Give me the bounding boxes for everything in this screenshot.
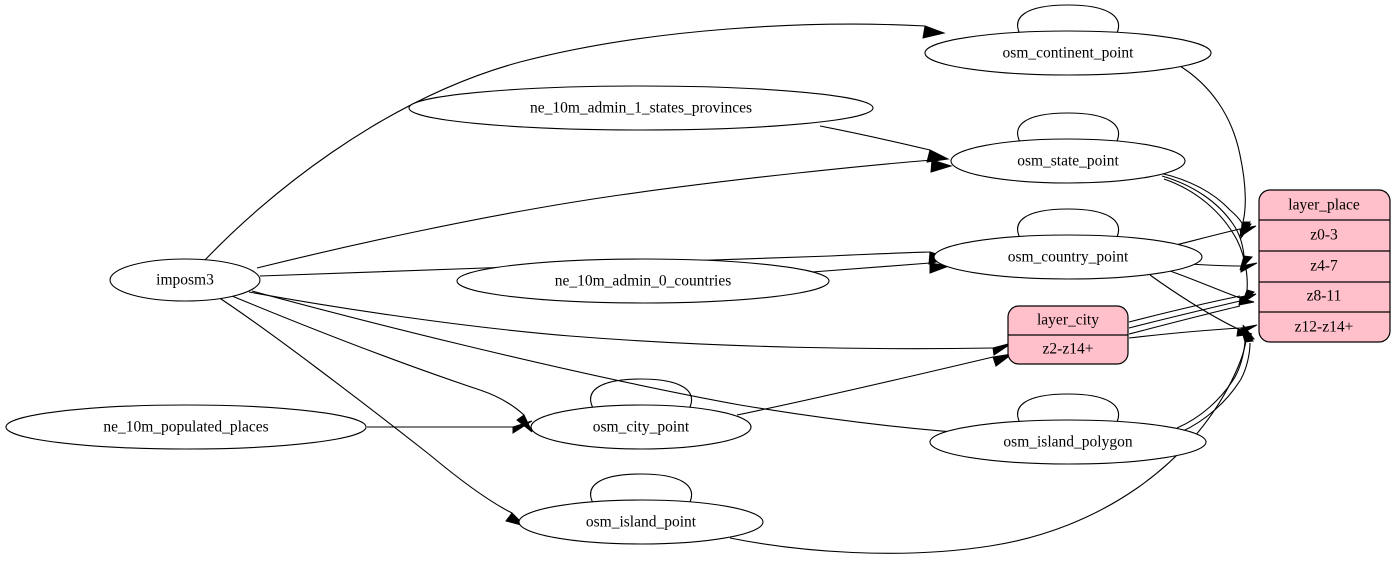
node-layer-place-row-z12-z14-label: z12-z14+ [1295,319,1354,336]
edge-ne-populated-to-osm-city-point [367,420,533,434]
node-osm-state-point-shape[interactable] [950,138,1186,184]
node-ne-states-shape[interactable] [408,85,874,131]
node-osm-city-point-label: osm_city_point [593,419,690,436]
node-layer-city-row-z2-z14-label: z2-z14+ [1043,341,1094,358]
node-osm-country-point[interactable]: osm_country_point [933,234,1203,280]
edge-imposm3-to-layer-city [248,291,1013,356]
node-ne-10m-populated-places[interactable]: ne_10m_populated_places [5,404,367,450]
node-osm-island-polygon-label: osm_island_polygon [1003,434,1132,451]
node-ne-populated-label: ne_10m_populated_places [103,419,268,436]
edge-ne-countries-to-osm-country-point [811,262,951,274]
node-ne-countries-shape[interactable] [456,258,830,304]
edge-layer-city-to-layer-place-z8-11 [1128,293,1257,335]
node-osm-state-point-label: osm_state_point [1017,153,1119,170]
node-osm-city-point-shape[interactable] [530,404,752,450]
node-imposm3-shape[interactable] [109,258,261,302]
node-osm-continent-point-shape[interactable] [924,30,1212,76]
node-layer-city-header-label: layer_city [1037,312,1099,329]
node-osm-island-point[interactable]: osm_island_point [518,499,764,545]
node-layer-city[interactable]: layer_city z2-z14+ [1007,305,1129,365]
edge-osm-country-point-to-layer-place-z0-3 [1171,225,1257,247]
node-layer-place-row-z8-11-label: z8-11 [1307,288,1342,305]
node-osm-island-polygon-shape[interactable] [929,419,1207,465]
node-layer-place-header-label: layer_place [1288,197,1360,214]
node-imposm3[interactable]: imposm3 [109,258,261,302]
node-osm-state-point[interactable]: osm_state_point [950,138,1186,184]
edge-osm-country-point-to-layer-place-z4-7 [1188,262,1258,273]
node-osm-continent-point[interactable]: osm_continent_point [924,30,1212,76]
node-ne-10m-admin-1-states-provinces[interactable]: ne_10m_admin_1_states_provinces [408,85,874,131]
node-imposm3-label: imposm3 [156,272,214,289]
node-osm-country-point-label: osm_country_point [1008,249,1129,266]
edge-osm-city-point-to-layer-city [736,353,1013,416]
node-osm-island-polygon[interactable]: osm_island_polygon [929,419,1207,465]
node-osm-city-point[interactable]: osm_city_point [530,404,752,450]
node-osm-continent-point-label: osm_continent_point [1003,45,1135,62]
node-ne-10m-admin-0-countries[interactable]: ne_10m_admin_0_countries [456,258,830,304]
edge-ne-states-to-osm-state-point [819,125,950,163]
edge-osm-island-point-to-layer-place-z12-z14 [729,324,1255,554]
edge-osm-island-polygon-to-layer-place-z12-z14 [1176,327,1255,433]
node-layer-place-row-z0-3-label: z0-3 [1310,227,1338,244]
nodes-layer: imposm3 ne_10m_admin_1_states_provinces … [5,30,1391,545]
node-ne-states-label: ne_10m_admin_1_states_provinces [530,100,752,117]
node-layer-place-row-z4-7-label: z4-7 [1310,258,1338,275]
node-ne-populated-shape[interactable] [5,404,367,450]
node-ne-countries-label: ne_10m_admin_0_countries [555,273,732,290]
edge-osm-state-point-to-layer-place-z8-11 [1163,178,1255,305]
edge-osm-country-point-to-layer-place-z12-z14 [1149,274,1253,337]
node-osm-country-point-shape[interactable] [933,234,1203,280]
node-osm-island-point-shape[interactable] [518,499,764,545]
edge-imposm3-to-osm-continent-point [204,23,946,261]
node-osm-island-point-label: osm_island_point [586,514,697,531]
node-layer-place-box[interactable] [1258,189,1391,343]
node-layer-place[interactable]: layer_place z0-3 z4-7 z8-11 z12-z14+ [1258,189,1391,343]
edge-imposm3-to-osm-state-point [256,159,953,269]
